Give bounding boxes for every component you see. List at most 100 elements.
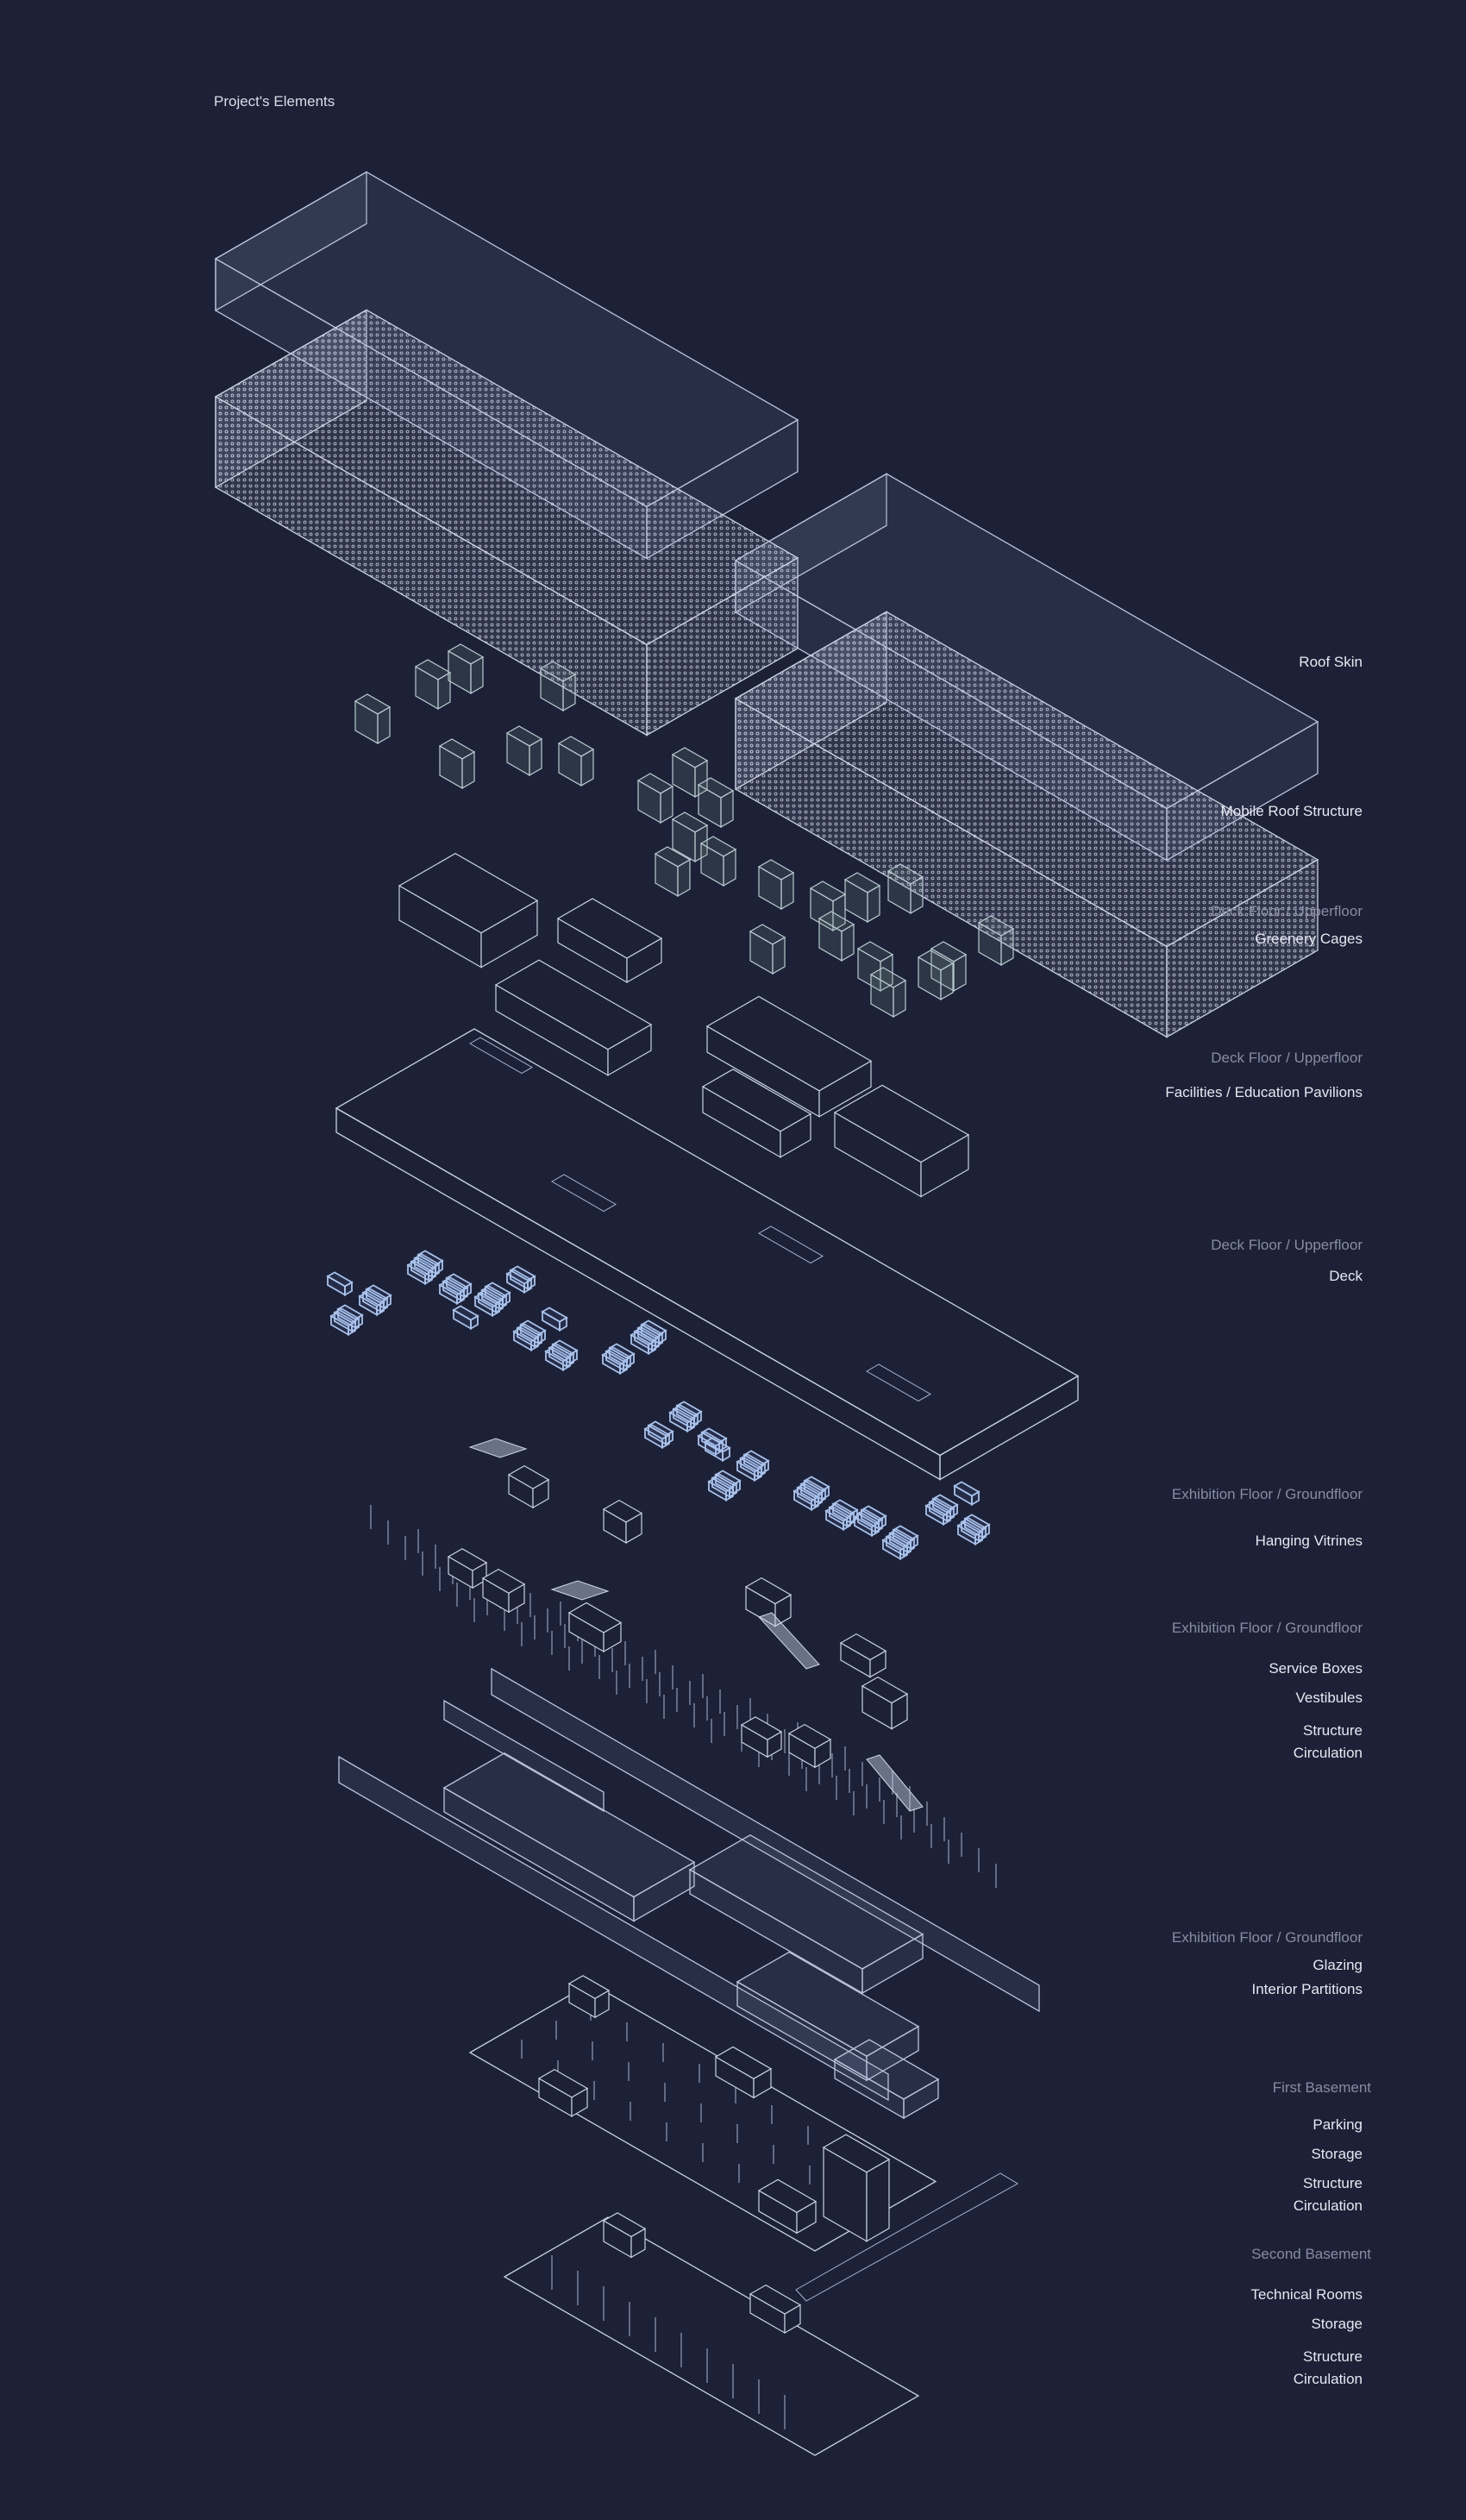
stair [550, 1580, 610, 1601]
deck-opening [757, 1226, 824, 1264]
hanging-vitrine-top [551, 1339, 579, 1356]
greenery-cage-top [414, 659, 452, 680]
hanging-vitrine-top [452, 1305, 479, 1321]
deck-layer [335, 1028, 1080, 1481]
label-item: Greenery Cages [1255, 931, 1363, 947]
greenery-cage-top [505, 725, 543, 747]
label-category: Exhibition Floor / Groundfloor [1171, 1929, 1363, 1946]
greenery-cage-top [757, 859, 795, 881]
label-group-vitrines: Exhibition Floor / Groundfloor Hanging V… [1172, 1486, 1363, 1550]
hanging-vitrine-top [892, 1525, 919, 1541]
hanging-vitrine-top [519, 1320, 547, 1336]
hanging-vitrine-top [714, 1470, 742, 1486]
deck-opening [550, 1174, 617, 1213]
label-item: Glazing [1313, 1957, 1363, 1973]
label-group-pavilions: Deck Floor / Upperfloor Facilities / Edu… [1165, 1050, 1363, 1101]
service-box-top [787, 1723, 832, 1749]
greenery-cage-top [749, 924, 786, 945]
ramp [866, 1754, 924, 1812]
greenery-cage-top [699, 836, 737, 857]
page-title: Project's Elements [214, 93, 335, 110]
label-item: Structure [1303, 2175, 1363, 2191]
greenery-cage-top [671, 747, 709, 768]
service-box-top [744, 1577, 793, 1605]
label-item: Vestibules [1295, 1689, 1363, 1706]
partition-room-top [688, 1834, 924, 1970]
hanging-vitrine-top [742, 1450, 770, 1466]
label-group-roof-skin: Roof Skin [1299, 654, 1363, 671]
hanging-vitrine-top [608, 1343, 636, 1359]
hanging-vitrine-top [803, 1476, 830, 1492]
greenery-cage-top [654, 846, 692, 868]
hanging-vitrine-top [484, 1282, 511, 1298]
mobile-roof-left-end [646, 556, 799, 737]
greenery-cage-top [917, 950, 955, 971]
hanging-vitrine-top [445, 1273, 473, 1289]
greenery-cage-top [354, 693, 392, 715]
greenery-cages-layer [354, 643, 1015, 1018]
basement-2-slab [503, 2216, 920, 2456]
hanging-vitrines-layer [326, 1250, 991, 1561]
deck-opening [468, 1037, 534, 1075]
partition-room-top [736, 1951, 920, 2057]
service-box-top [602, 1499, 643, 1523]
label-item: Storage [1311, 2146, 1363, 2162]
greenery-cage-top [636, 773, 674, 794]
greenery-cage-top [671, 812, 709, 833]
greenery-cage-top [539, 661, 577, 682]
hanging-vitrine-top [953, 1481, 980, 1497]
hanging-vitrine-top [675, 1401, 703, 1417]
basement-1-slab [468, 1982, 937, 2252]
label-item: Storage [1311, 2316, 1363, 2332]
hanging-vitrine-top [326, 1271, 354, 1288]
service-box-top [567, 1602, 623, 1633]
service-box-top [507, 1464, 550, 1489]
label-category: Exhibition Floor / Groundfloor [1171, 1486, 1363, 1502]
label-item: Structure [1303, 1722, 1363, 1739]
label-group-mobile-roof: Mobile Roof Structure [1221, 803, 1363, 820]
mobile-roof-structure-layers [214, 309, 1319, 1038]
deck-opening [865, 1363, 932, 1402]
greenery-cage-top [869, 967, 907, 988]
stair-core-top [714, 2046, 773, 2079]
pavilion-top [705, 995, 873, 1092]
label-group-second-basement: Second Basement Technical Rooms Storage … [1251, 2246, 1371, 2388]
stair-core-top [749, 2284, 802, 2315]
service-tower-front [866, 2158, 890, 2242]
label-category: Deck Floor / Upperfloor [1211, 1050, 1363, 1066]
service-tower-top [822, 2134, 891, 2173]
deck-edge [335, 1106, 941, 1481]
greenery-cage-top [818, 911, 855, 932]
pavilion-top [556, 898, 663, 959]
greenery-cage-top [856, 941, 894, 962]
hanging-vitrine-top [704, 1437, 731, 1453]
label-group-service: Exhibition Floor / Groundfloor Service B… [1172, 1620, 1363, 1762]
label-item: Structure [1303, 2348, 1363, 2365]
hanging-vitrine-top [963, 1514, 991, 1530]
service-boxes-structure-layer [370, 1438, 997, 1888]
hanging-vitrine-top [509, 1265, 536, 1282]
hanging-vitrine-top [640, 1320, 667, 1336]
greenery-cage-top [930, 941, 968, 962]
label-item: Technical Rooms [1250, 2286, 1363, 2303]
label-item: Circulation [1293, 1745, 1363, 1761]
greenery-cage-top [438, 738, 476, 760]
access-ramp [795, 2172, 1018, 2302]
greenery-cage-top [557, 736, 595, 757]
stair-core-top [537, 2068, 589, 2098]
service-box-top [839, 1633, 887, 1661]
label-group-deck: Deck Floor / Upperfloor Deck [1211, 1237, 1363, 1285]
pavilions-layer [398, 852, 970, 1198]
glazing-wall [491, 1667, 1040, 2013]
label-category: First Basement [1272, 2079, 1371, 2096]
label-item: Facilities / Education Pavilions [1165, 1084, 1363, 1100]
partition-room-top [442, 1752, 696, 1898]
service-box-top [481, 1568, 526, 1594]
label-group-glazing: Exhibition Floor / Groundfloor Glazing I… [1172, 1929, 1363, 1998]
label-item: Circulation [1293, 2197, 1363, 2214]
first-basement-layer [468, 1975, 937, 2252]
partition [443, 1699, 605, 1813]
stair [468, 1438, 528, 1458]
hanging-vitrine-top [417, 1250, 444, 1266]
